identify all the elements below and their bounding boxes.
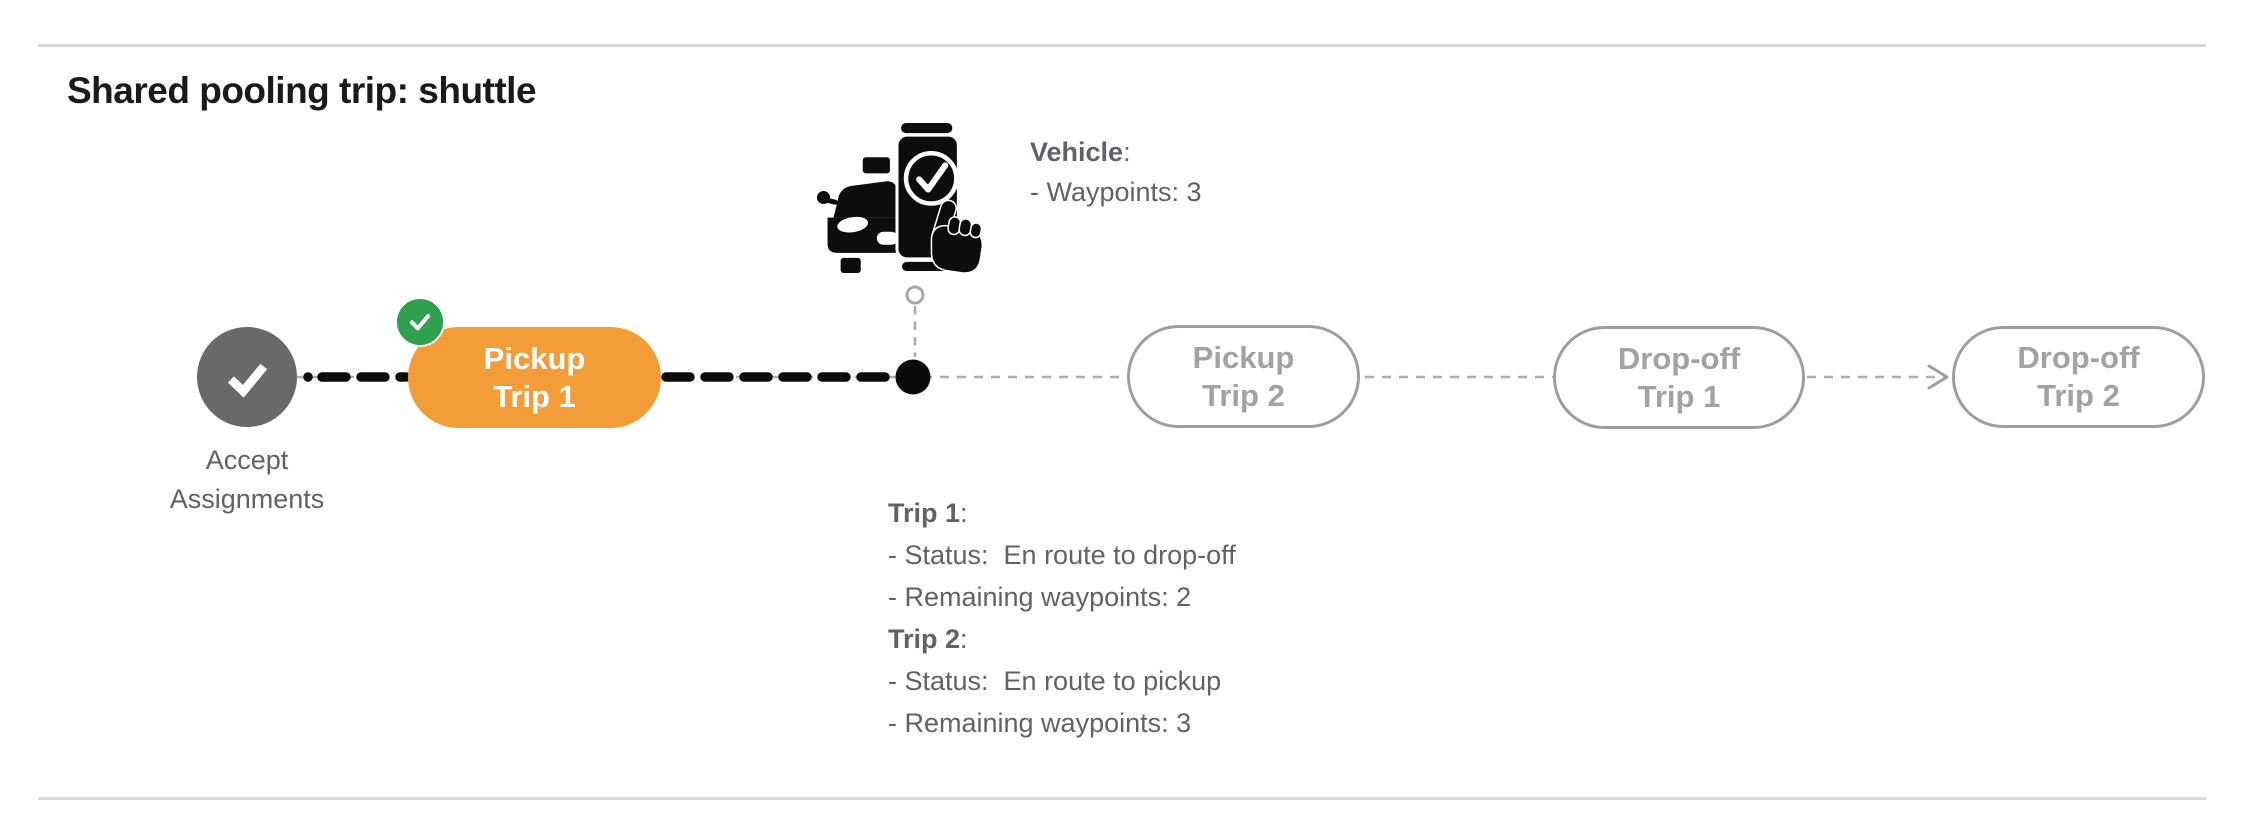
- route-arrowhead-icon: [1927, 364, 1949, 390]
- trip-1-waypoints-line: - Remaining waypoints: 2: [888, 582, 1192, 612]
- trip-1-heading: Trip 1:: [888, 498, 968, 528]
- stop-pickup-trip-1: Pickup Trip 1: [408, 327, 661, 428]
- stop-dropoff-trip-1: Drop-off Trip 1: [1553, 326, 1805, 429]
- trip-1-status-line: - Status: En route to drop-off: [888, 540, 1236, 570]
- page-title: Shared pooling trip: shuttle: [67, 70, 537, 111]
- trip-2-waypoints-line: - Remaining waypoints: 3: [888, 708, 1192, 738]
- top-divider: [38, 44, 2206, 47]
- trip-info: Trip 1: - Status: En route to drop-off -…: [888, 492, 1236, 744]
- route-start-dot: [303, 372, 313, 382]
- trip-2-status-line: - Status: En route to pickup: [888, 666, 1222, 696]
- completed-badge: [395, 297, 445, 347]
- accept-assignments-label: Accept Assignments: [169, 445, 325, 514]
- stop-dropoff-trip-2: Drop-off Trip 2: [1952, 326, 2205, 428]
- completed-check-icon: [409, 314, 431, 331]
- vehicle-phone-check-icon: [816, 123, 984, 274]
- vehicle-info-heading: Vehicle:: [1030, 137, 1131, 167]
- trip-2-heading: Trip 2:: [888, 624, 968, 654]
- accept-assignments-node: [197, 327, 297, 427]
- accept-check-icon: [227, 363, 268, 398]
- bottom-divider: [38, 797, 2206, 800]
- vehicle-anchor-circle: [905, 285, 925, 305]
- stop-pickup-trip-2: Pickup Trip 2: [1127, 325, 1360, 428]
- vehicle-info: Vehicle: - Waypoints: 3: [1030, 132, 1202, 212]
- vehicle-waypoints-line: - Waypoints: 3: [1030, 177, 1202, 207]
- current-position-dot: [895, 359, 931, 395]
